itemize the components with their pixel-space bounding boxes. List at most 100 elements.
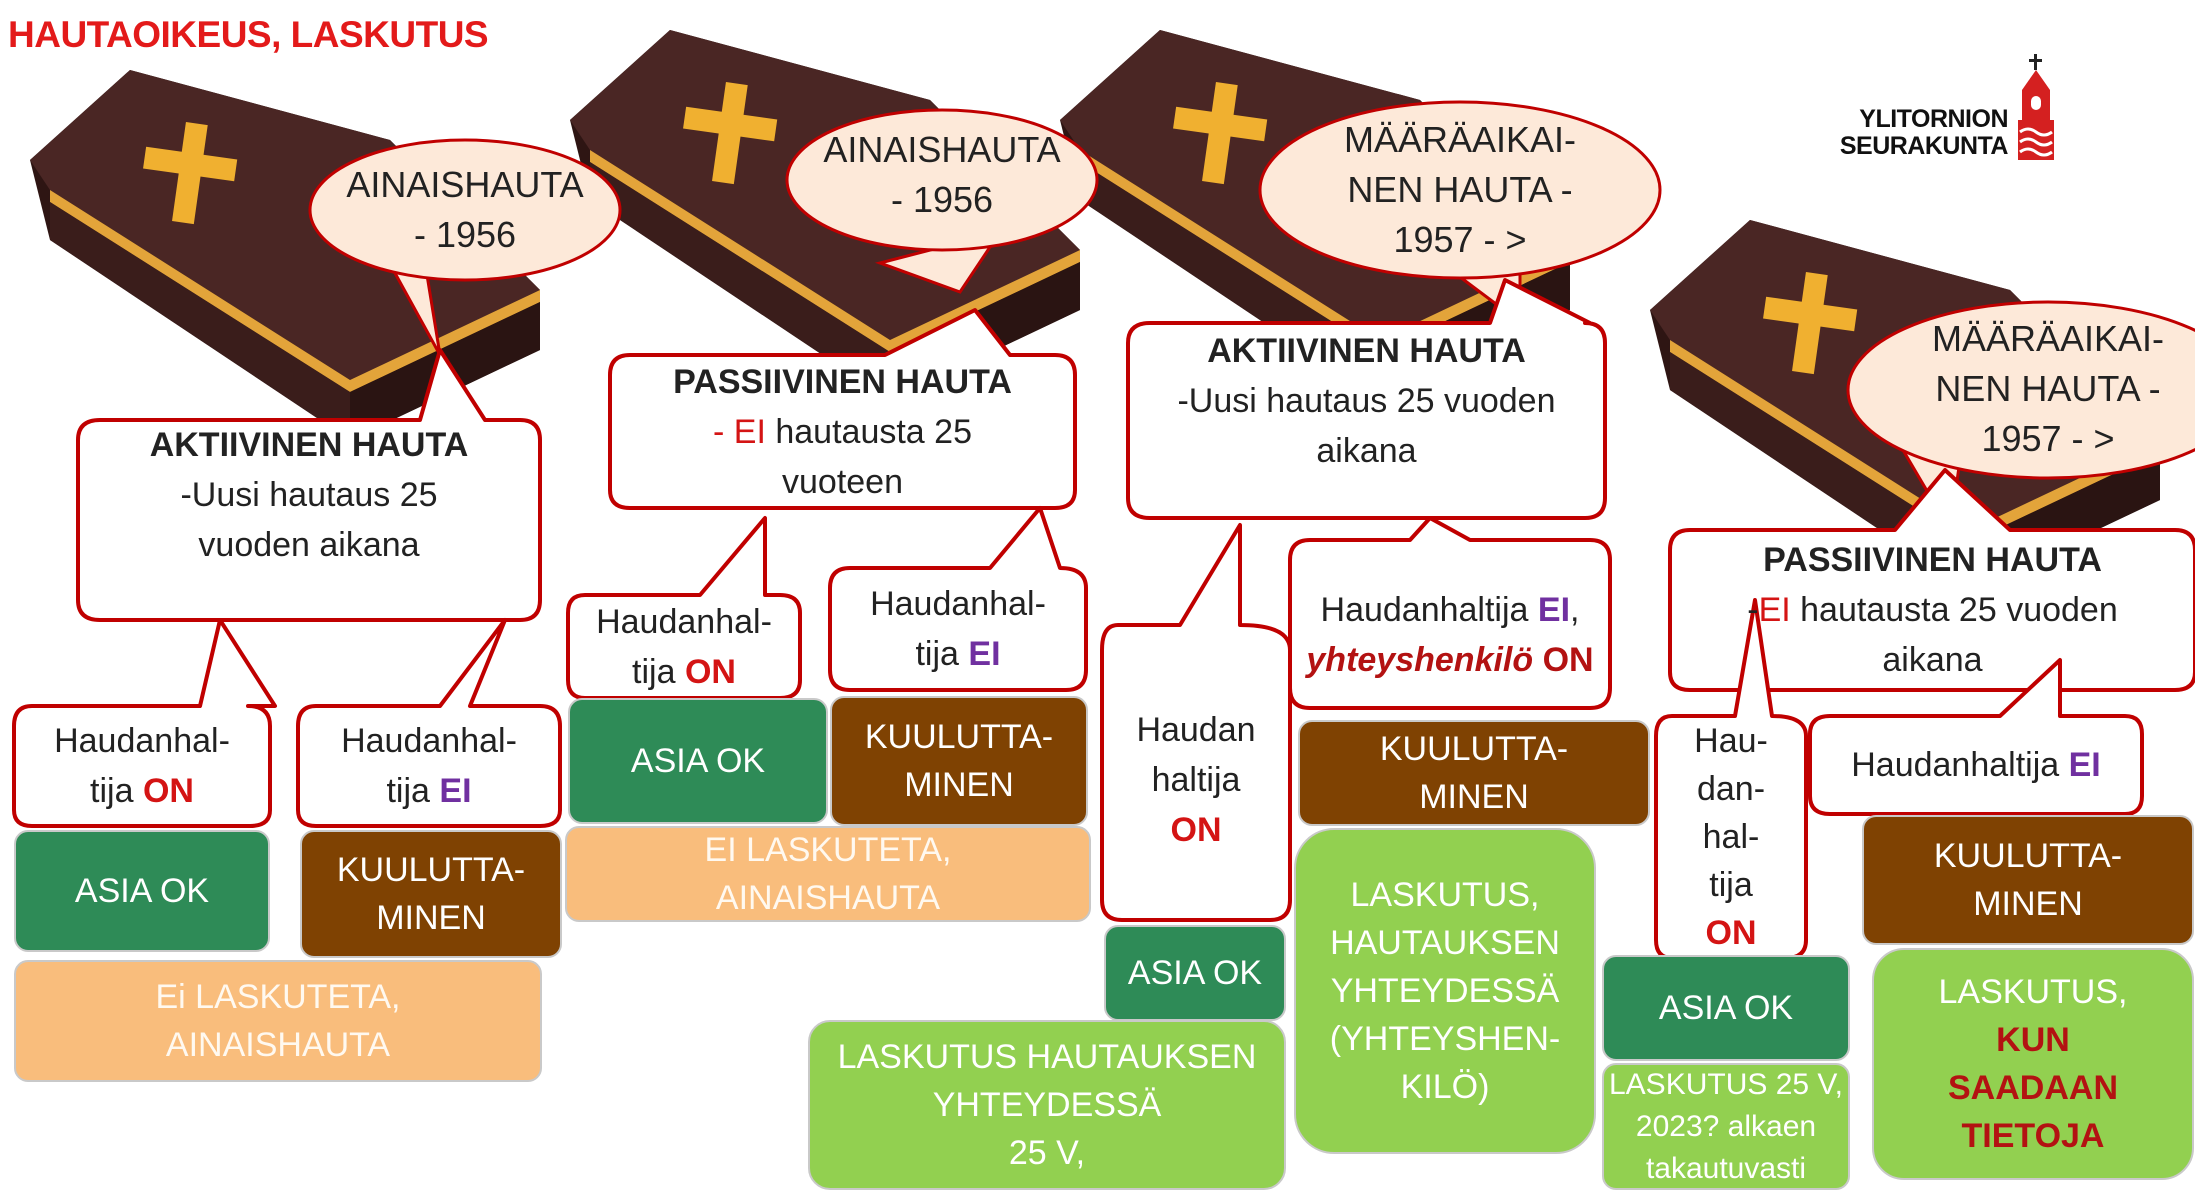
ellipse-label-col4: MÄÄRÄAIKAI- NEN HAUTA - 1957 - >	[1878, 314, 2195, 464]
callout-col2-right	[828, 506, 1088, 692]
holder-line: Haudanhal-	[341, 722, 517, 760]
holder-ei-col2: Haudanhal- tija EI	[830, 568, 1086, 690]
box-text: EI LASKUTETA,	[704, 831, 952, 869]
box-text: AINAISHAUTA	[165, 1026, 391, 1064]
callout-heading: AKTIIVINEN HAUTA	[1207, 331, 1526, 370]
holder-pre: Haudanhaltija	[1851, 746, 2069, 784]
logo-text: YLITORNION SEURAKUNTA	[1840, 105, 2009, 160]
callout-col3	[1126, 278, 1607, 520]
box-text: 25 V,	[1008, 1134, 1086, 1172]
holder-line: tija ON	[90, 766, 194, 816]
callout-col4	[1668, 468, 2195, 692]
holder-comma: ,	[1570, 591, 1580, 629]
box-text: MINEN	[1419, 778, 1529, 816]
holder-line: Haudanhaltija EI,	[1321, 585, 1580, 635]
box-text: KUULUTTA-	[336, 851, 526, 889]
holder-pre: tija	[632, 652, 685, 691]
holder-line: yhteyshenkilö ON	[1306, 635, 1593, 685]
box-text: YHTEYDESSÄ	[932, 1086, 1162, 1124]
box-text: LASKUTUS,	[1350, 876, 1540, 914]
holder-line: haltija	[1151, 761, 1241, 799]
ellipse-line: - 1956	[413, 214, 517, 255]
holder-pre: Haudanhaltija	[1320, 591, 1538, 629]
callout-col1-right	[296, 618, 562, 828]
box-text: LASKUTUS 25 V,	[1608, 1067, 1843, 1101]
box-text: LASKUTUS,	[1938, 973, 2128, 1011]
holder-line: dan-	[1696, 770, 1766, 808]
announcement-col2: KUULUTTA- MINEN	[830, 696, 1088, 826]
callout-line: aikana	[1316, 431, 1417, 470]
box-text: (YHTEYSHEN-	[1329, 1020, 1561, 1058]
holder-ei-col4: Haudanhaltija EI	[1810, 716, 2142, 814]
ellipse-line: NEN HAUTA -	[1347, 169, 1573, 210]
billing-retro-col4: LASKUTUS 25 V, 2023? alkaen takautuvasti	[1602, 1063, 1850, 1190]
box-text: MINEN	[1973, 885, 2083, 923]
callout-heading: PASSIIVINEN HAUTA	[1763, 541, 2102, 579]
status-ok-col4: ASIA OK	[1602, 955, 1850, 1061]
callout-col2	[608, 308, 1077, 510]
box-text: ASIA OK	[1127, 954, 1263, 992]
holder-line: Haudan	[1136, 711, 1256, 749]
holder-on-col2: Haudanhal- tija ON	[568, 595, 800, 698]
box-text: ASIA OK	[1658, 989, 1794, 1027]
logo-line1: YLITORNION	[1859, 105, 2008, 133]
box-text: KILÖ)	[1400, 1068, 1490, 1106]
callout-col2-left	[566, 516, 802, 700]
ellipse-label-col1: AINAISHAUTA - 1956	[330, 160, 600, 260]
ellipse-line: MÄÄRÄAIKAI-	[1343, 119, 1577, 160]
holder-line: tija EI	[386, 766, 471, 816]
announcement-col4: KUULUTTA- MINEN	[1862, 815, 2194, 945]
box-text: TIETOJA	[1961, 1117, 2105, 1155]
callout-line: aikana	[1882, 641, 1983, 679]
ellipse-line: AINAISHAUTA	[823, 129, 1061, 170]
holder-line: Haudanhaltija EI	[1851, 740, 2101, 790]
holder-on-col3: Haudan haltija ON	[1102, 680, 1290, 880]
holder-line: tija EI	[915, 629, 1000, 679]
box-text: ASIA OK	[630, 742, 766, 780]
callout-line: - EI hautausta 25	[713, 407, 972, 457]
box-text: YHTEYDESSÄ	[1330, 972, 1560, 1010]
callout-line: -EI hautausta 25 vuoden	[1747, 585, 2118, 635]
holder-on: ON	[1170, 811, 1222, 849]
holder-line: tija ON	[632, 647, 736, 697]
holder-line: Haudanhal-	[596, 602, 772, 641]
holder-on-col4: Hau- dan- hal- tija ON	[1656, 716, 1806, 958]
callout-line: vuoteen	[782, 462, 903, 501]
ellipse-line: 1957 - >	[1981, 418, 2115, 459]
ellipse-line: 1957 - >	[1393, 219, 1527, 260]
holder-line: Haudanhal-	[870, 585, 1046, 623]
box-text: AINAISHAUTA	[715, 879, 941, 917]
callout-heading: PASSIIVINEN HAUTA	[673, 362, 1012, 401]
status-ok-col2: ASIA OK	[568, 698, 828, 824]
callout-text-col3: AKTIIVINEN HAUTA -Uusi hautaus 25 vuoden…	[1128, 323, 1605, 478]
box-text: MINEN	[376, 899, 486, 937]
box-text: LASKUTUS HAUTAUKSEN	[837, 1038, 1257, 1076]
callout-ei: EI	[1758, 591, 1791, 629]
contact-person: yhteyshenkilö	[1306, 641, 1534, 679]
callout-text-col1: AKTIIVINEN HAUTA -Uusi hautaus 25 vuoden…	[78, 420, 540, 570]
billing-info-col4: LASKUTUS, KUN SAADAAN TIETOJA	[1872, 948, 2194, 1180]
callout-col3-right	[1288, 516, 1612, 710]
holder-ei: EI	[2068, 746, 2101, 784]
ellipse-label-col2: AINAISHAUTA - 1956	[807, 125, 1077, 225]
callout-text-col2: PASSIIVINEN HAUTA - EI hautausta 25 vuot…	[610, 355, 1075, 508]
ellipse-line: AINAISHAUTA	[346, 164, 584, 205]
callout-line: -Uusi hautaus 25	[180, 476, 438, 514]
announcement-col1: KUULUTTA- MINEN	[300, 830, 562, 958]
holder-pre: tija	[386, 772, 440, 810]
box-text: ASIA OK	[74, 872, 210, 910]
callout-col1	[76, 348, 542, 622]
billing-burial-col3: LASKUTUS HAUTAUKSEN YHTEYDESSÄ 25 V,	[808, 1020, 1286, 1190]
callout-text-col4: PASSIIVINEN HAUTA -EI hautausta 25 vuode…	[1670, 530, 2195, 690]
box-text: SAADAAN	[1948, 1069, 2118, 1107]
callout-ei: EI	[733, 412, 766, 451]
callout-line: vuoden aikana	[198, 526, 420, 564]
box-text: HAUTAUKSEN	[1330, 924, 1560, 962]
holder-pre: tija	[915, 635, 969, 673]
no-billing-col1: Ei LASKUTETA, AINAISHAUTA	[14, 960, 542, 1082]
holder-line: tija	[1709, 866, 1753, 904]
holder-ei: EI	[1537, 591, 1571, 629]
holder-on: ON	[1705, 914, 1757, 952]
page-title: HAUTAOIKEUS, LASKUTUS	[8, 14, 489, 55]
holder-on: ON	[142, 772, 194, 810]
